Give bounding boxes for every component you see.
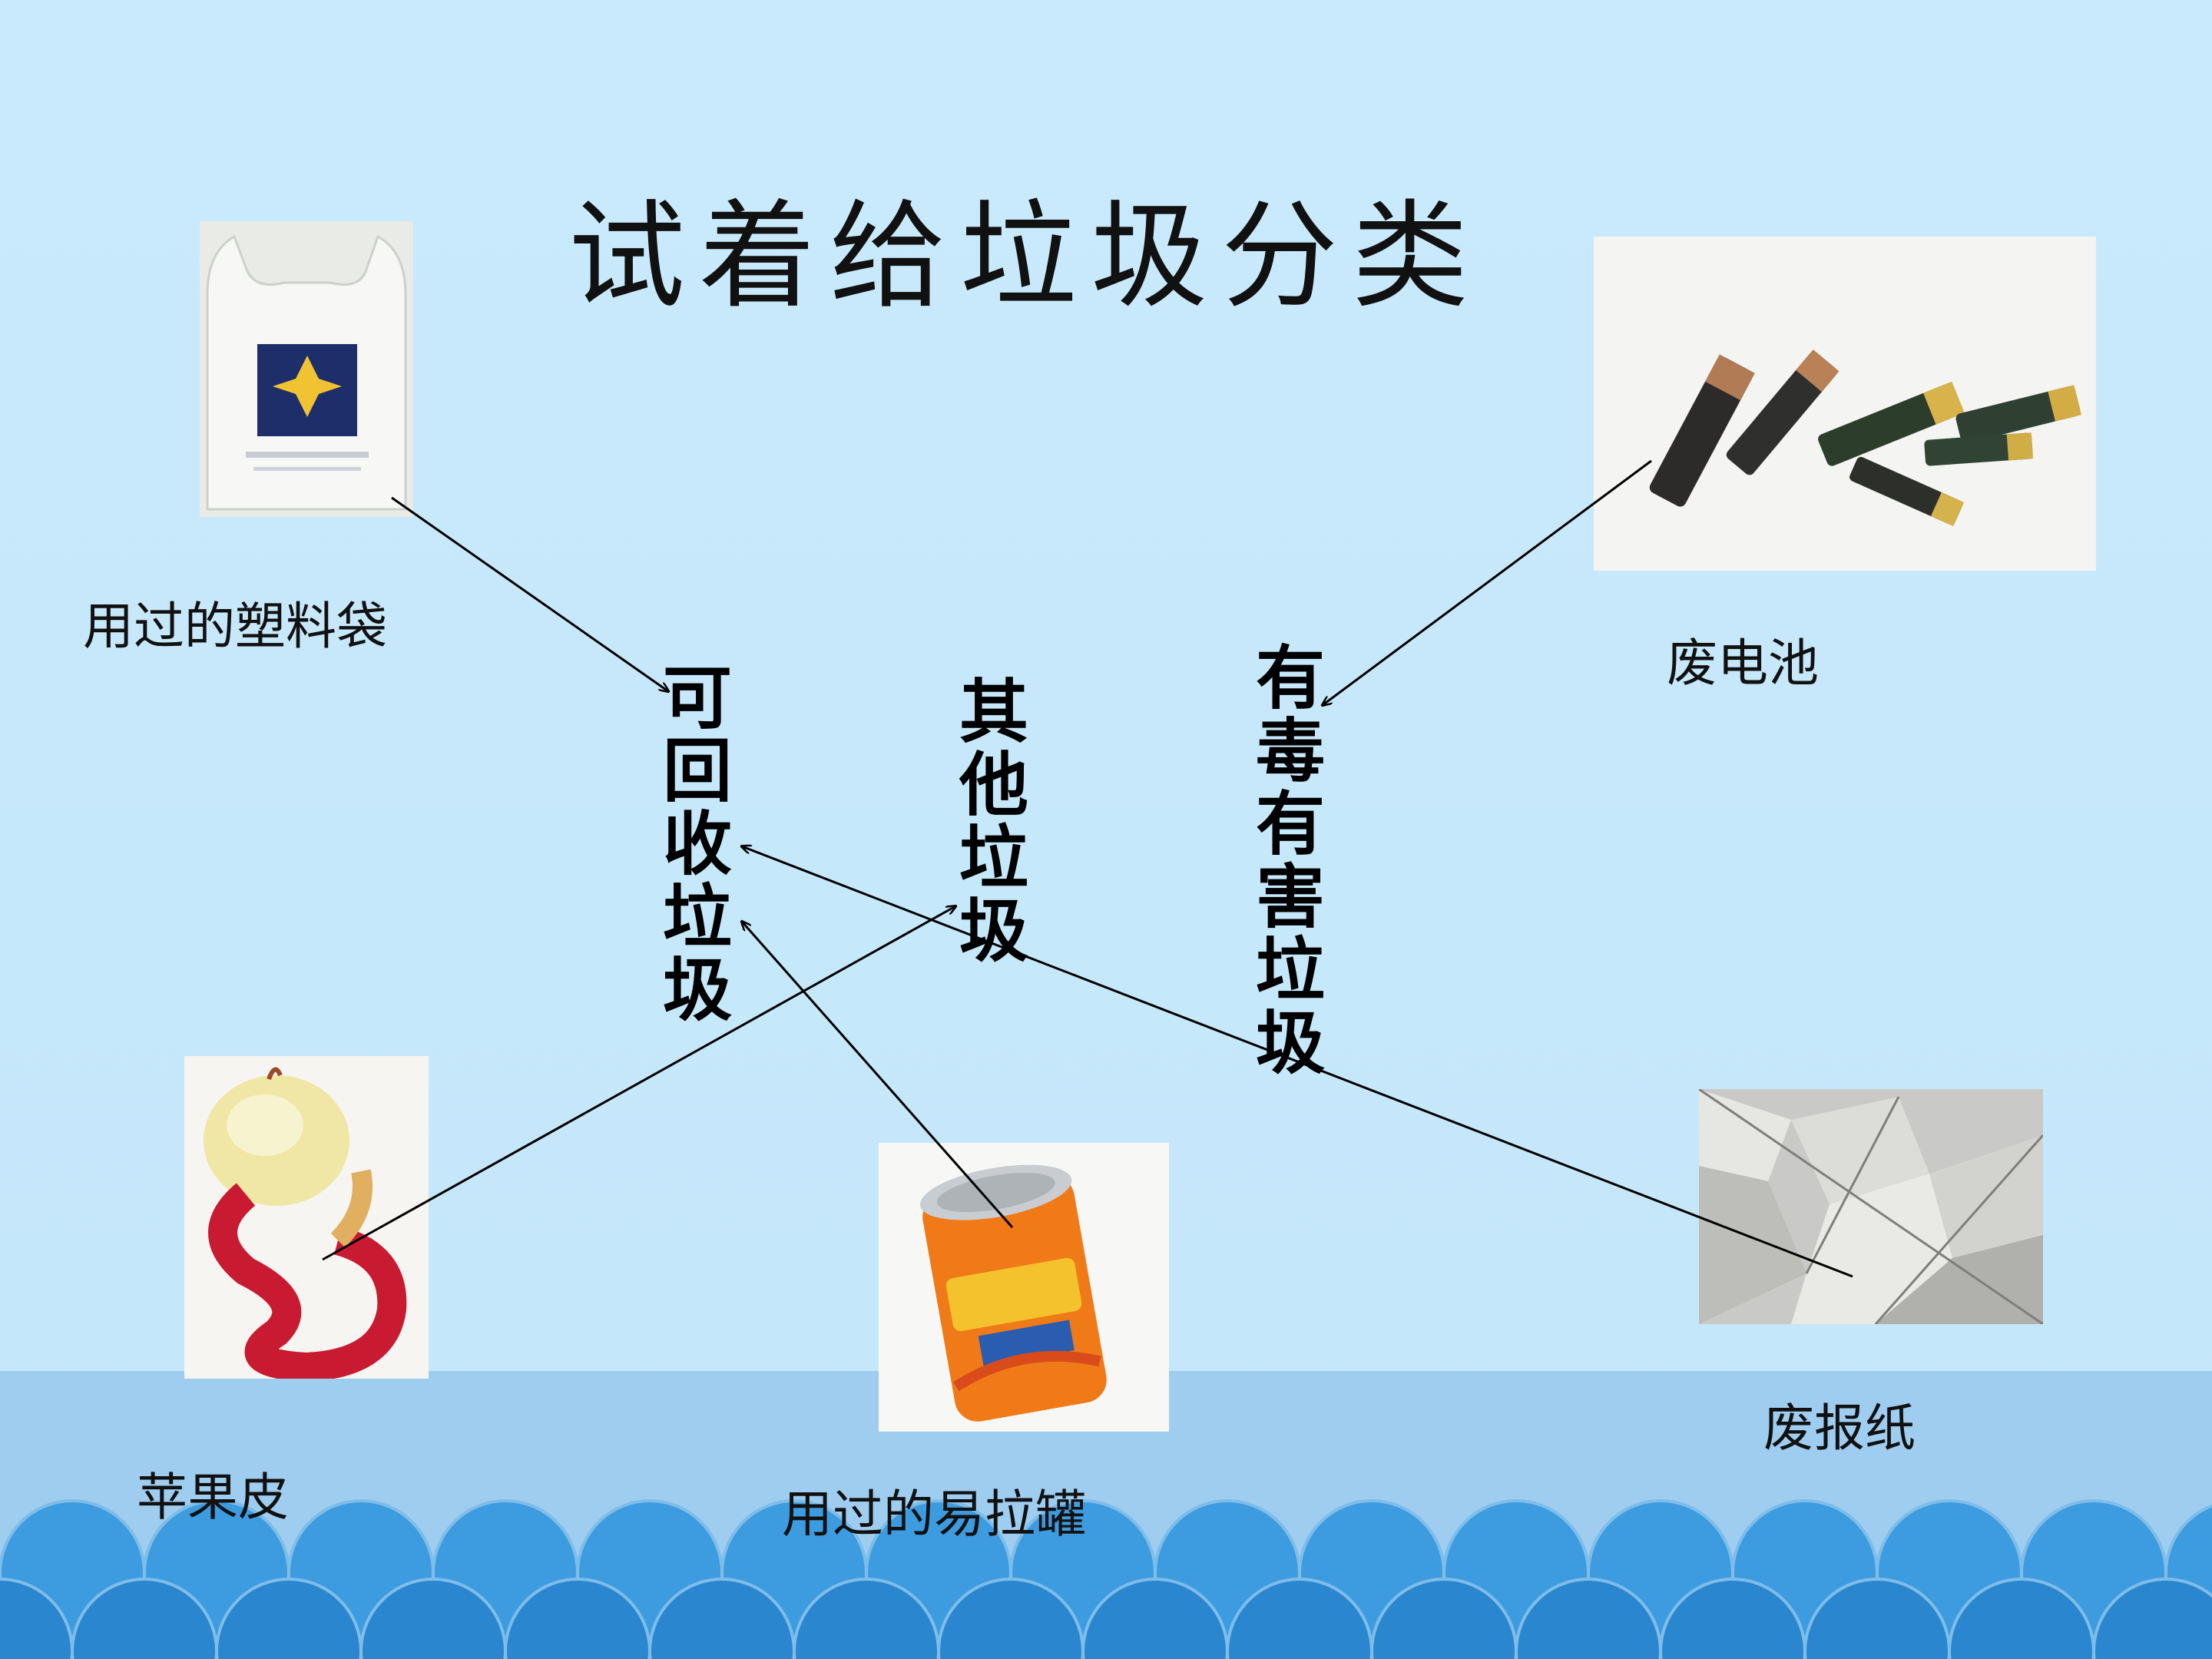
category-other[interactable]: 其他垃圾 bbox=[959, 672, 1028, 972]
can-image[interactable] bbox=[879, 1143, 1169, 1432]
wave-scallop bbox=[2092, 1578, 2212, 1659]
category-recyclable[interactable]: 可回收垃圾 bbox=[663, 658, 732, 1031]
label-can: 用过的易拉罐 bbox=[782, 1485, 1086, 1544]
label-newspaper: 废报纸 bbox=[1763, 1399, 1916, 1458]
battery-image[interactable] bbox=[1594, 237, 2096, 571]
label-apple-peel: 苹果皮 bbox=[137, 1468, 289, 1527]
plastic-bag-image[interactable] bbox=[200, 221, 413, 517]
label-battery: 废电池 bbox=[1667, 634, 1819, 693]
label-plastic-bag: 用过的塑料袋 bbox=[83, 597, 387, 656]
category-hazardous[interactable]: 有毒有害垃圾 bbox=[1256, 638, 1325, 1084]
newspaper-image[interactable] bbox=[1699, 1089, 2043, 1324]
apple-peel-image[interactable] bbox=[184, 1056, 429, 1379]
slide-title: 试着给垃圾分类 bbox=[568, 188, 1482, 324]
